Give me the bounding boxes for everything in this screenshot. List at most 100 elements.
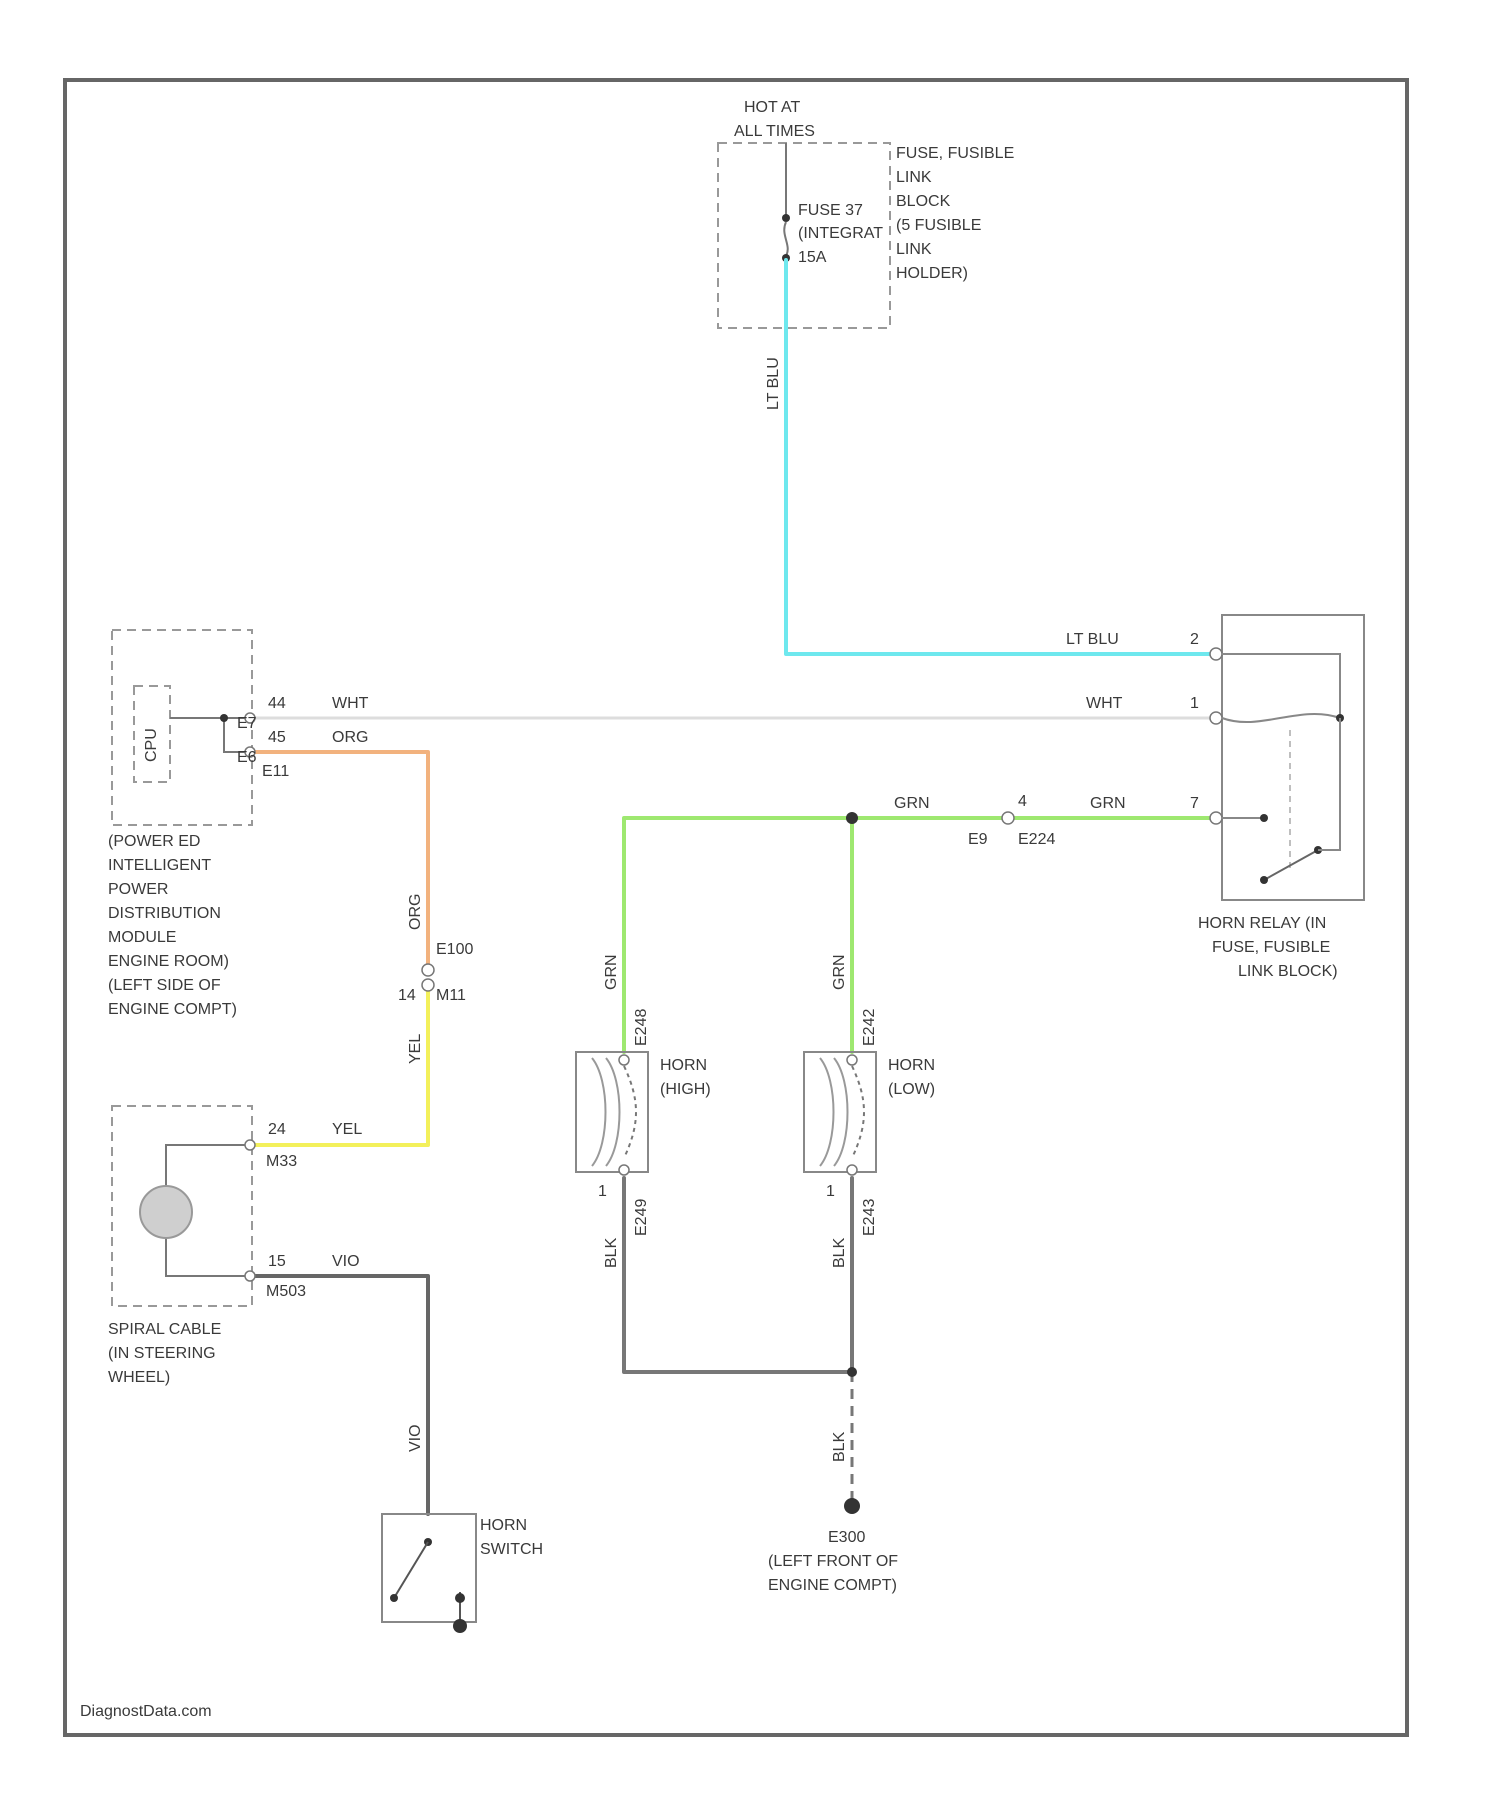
lt-blu-vertical-label: LT BLU — [765, 357, 782, 410]
vio-horizontal-label: VIO — [332, 1253, 360, 1270]
relay-contact-fixed — [1260, 814, 1268, 822]
hot-at-label: HOT AT — [744, 99, 801, 116]
grn-splice-node — [846, 812, 858, 824]
grn-wire-horn-high — [624, 818, 1216, 1052]
ipdm-name-5: MODULE — [108, 929, 176, 946]
fuse-block-name-2: LINK — [896, 169, 932, 186]
blk-left-vertical-label: BLK — [603, 1237, 620, 1268]
ground-name-3: ENGINE COMPT) — [768, 1577, 897, 1594]
horn-switch-outline — [382, 1514, 476, 1622]
horn-high-pin-top — [619, 1055, 629, 1065]
org-top-label: ORG — [332, 729, 368, 746]
m11-label: M11 — [436, 987, 466, 1004]
yel-vertical-label: YEL — [407, 1034, 424, 1064]
ipdm-name-3: POWER — [108, 881, 168, 898]
inline-e9-label: E9 — [968, 831, 988, 848]
blk-splice-node — [847, 1367, 857, 1377]
spiral-pin-bottom-label: 15 — [268, 1253, 286, 1270]
horn-relay: 2 1 7 HORN RELAY (IN FUSE, FUSIBLE LINK … — [1190, 615, 1364, 980]
spiral-pin-top-label: 24 — [268, 1121, 286, 1138]
horn-low-bell-2 — [834, 1058, 848, 1166]
fuse-number: FUSE 37 — [798, 202, 863, 219]
connector-e100-m11: E100 14 M11 — [398, 941, 473, 1004]
ipdm-module: CPU 44 45 E7 E6 E11 (POWER ED INTELLIGEN… — [108, 630, 289, 1018]
horn-low-name-1: HORN — [888, 1057, 935, 1074]
horn-low-bottom-connector: E243 — [861, 1199, 878, 1236]
grn-left-vertical-label: GRN — [603, 954, 620, 990]
ipdm-name-8: ENGINE COMPT) — [108, 1001, 237, 1018]
spiral-conn-top-label: M33 — [266, 1153, 297, 1170]
fuse-block-name-1: FUSE, FUSIBLE — [896, 145, 1014, 162]
inline-pin-label: 4 — [1018, 793, 1027, 810]
wht-right-label: WHT — [1086, 695, 1123, 712]
relay-pin-7-label: 7 — [1190, 795, 1199, 812]
horn-high-bottom-connector: E249 — [633, 1199, 650, 1236]
relay-pin-1 — [1210, 712, 1222, 724]
horn-high-bell-2 — [606, 1058, 620, 1166]
ipdm-name-1: (POWER ED — [108, 833, 200, 850]
spiral-pin-24 — [245, 1140, 255, 1150]
lt-blu-horizontal-label: LT BLU — [1066, 631, 1119, 648]
horn-low-name-2: (LOW) — [888, 1081, 935, 1098]
spiral-name-1: SPIRAL CABLE — [108, 1321, 221, 1338]
horn-high-pin-1-label: 1 — [598, 1183, 607, 1200]
horn-high-top-connector: E248 — [633, 1009, 650, 1046]
relay-contact-arm — [1264, 850, 1318, 880]
spiral-cable-coil — [140, 1186, 192, 1238]
blk-ground-label: BLK — [831, 1431, 848, 1462]
relay-pin-2-label: 2 — [1190, 631, 1199, 648]
grn-right-vertical-label: GRN — [831, 954, 848, 990]
horn-switch-name-1: HORN — [480, 1517, 527, 1534]
relay-name-3: LINK BLOCK) — [1238, 963, 1338, 980]
inline-connector: 4 E9 E224 — [968, 793, 1055, 848]
horn-high-name-1: HORN — [660, 1057, 707, 1074]
org-wire — [250, 752, 428, 968]
grn-top-left-label: GRN — [894, 795, 930, 812]
horn-low-top-connector: E242 — [861, 1009, 878, 1046]
relay-pin-1-label: 1 — [1190, 695, 1199, 712]
m11-pin — [422, 979, 434, 991]
inline-e224-label: E224 — [1018, 831, 1055, 848]
ipdm-pin-top-label: 44 — [268, 695, 286, 712]
relay-contact-pivot — [1260, 876, 1268, 884]
horn-high-bell-1 — [592, 1058, 606, 1166]
fuse-rating: 15A — [798, 249, 827, 266]
footer-credit: DiagnostData.com — [80, 1703, 212, 1720]
fuse-block-name-4: (5 FUSIBLE — [896, 217, 981, 234]
ground-e300-node — [844, 1498, 860, 1514]
relay-pin-7 — [1210, 812, 1222, 824]
ipdm-name-2: INTELLIGENT — [108, 857, 211, 874]
fuse-type: (INTEGRAT — [798, 225, 883, 242]
ipdm-internal-node — [220, 714, 228, 722]
e100-label: E100 — [436, 941, 473, 958]
fuse-block: HOT AT ALL TIMES FUSE 37 (INTEGRAT 15A F… — [718, 99, 1014, 328]
ground-e300: E300 (LEFT FRONT OF ENGINE COMPT) — [768, 1498, 898, 1594]
horn-switch: HORN SWITCH — [382, 1514, 543, 1633]
fuse-terminal-top — [782, 214, 790, 222]
ground-name-2: (LEFT FRONT OF — [768, 1553, 898, 1570]
horn-low-pin-1-label: 1 — [826, 1183, 835, 1200]
horn-low-pin-bottom — [847, 1165, 857, 1175]
horn-high-name-2: (HIGH) — [660, 1081, 711, 1098]
fuse-block-name-6: HOLDER) — [896, 265, 968, 282]
relay-name-1: HORN RELAY (IN — [1198, 915, 1326, 932]
horn-high: E248 E249 1 HORN (HIGH) — [576, 1009, 711, 1236]
horn-switch-name-2: SWITCH — [480, 1541, 543, 1558]
grn-top-right-label: GRN — [1090, 795, 1126, 812]
pin-14-label: 14 — [398, 987, 416, 1004]
horn-high-pin-bottom — [619, 1165, 629, 1175]
spiral-pin-15 — [245, 1271, 255, 1281]
horn-low: E242 E243 1 HORN (LOW) — [804, 1009, 935, 1236]
wht-left-label: WHT — [332, 695, 369, 712]
yel-horizontal-label: YEL — [332, 1121, 362, 1138]
inline-connector-pin — [1002, 812, 1014, 824]
blk-wire-horn-high — [624, 1178, 852, 1372]
vio-wire — [250, 1276, 428, 1514]
ipdm-name-7: (LEFT SIDE OF — [108, 977, 221, 994]
blk-right-vertical-label: BLK — [831, 1237, 848, 1268]
relay-coil — [1222, 714, 1340, 722]
all-times-label: ALL TIMES — [734, 123, 815, 140]
ipdm-conn-top: E7 — [237, 715, 257, 732]
horn-switch-arm — [394, 1542, 428, 1598]
